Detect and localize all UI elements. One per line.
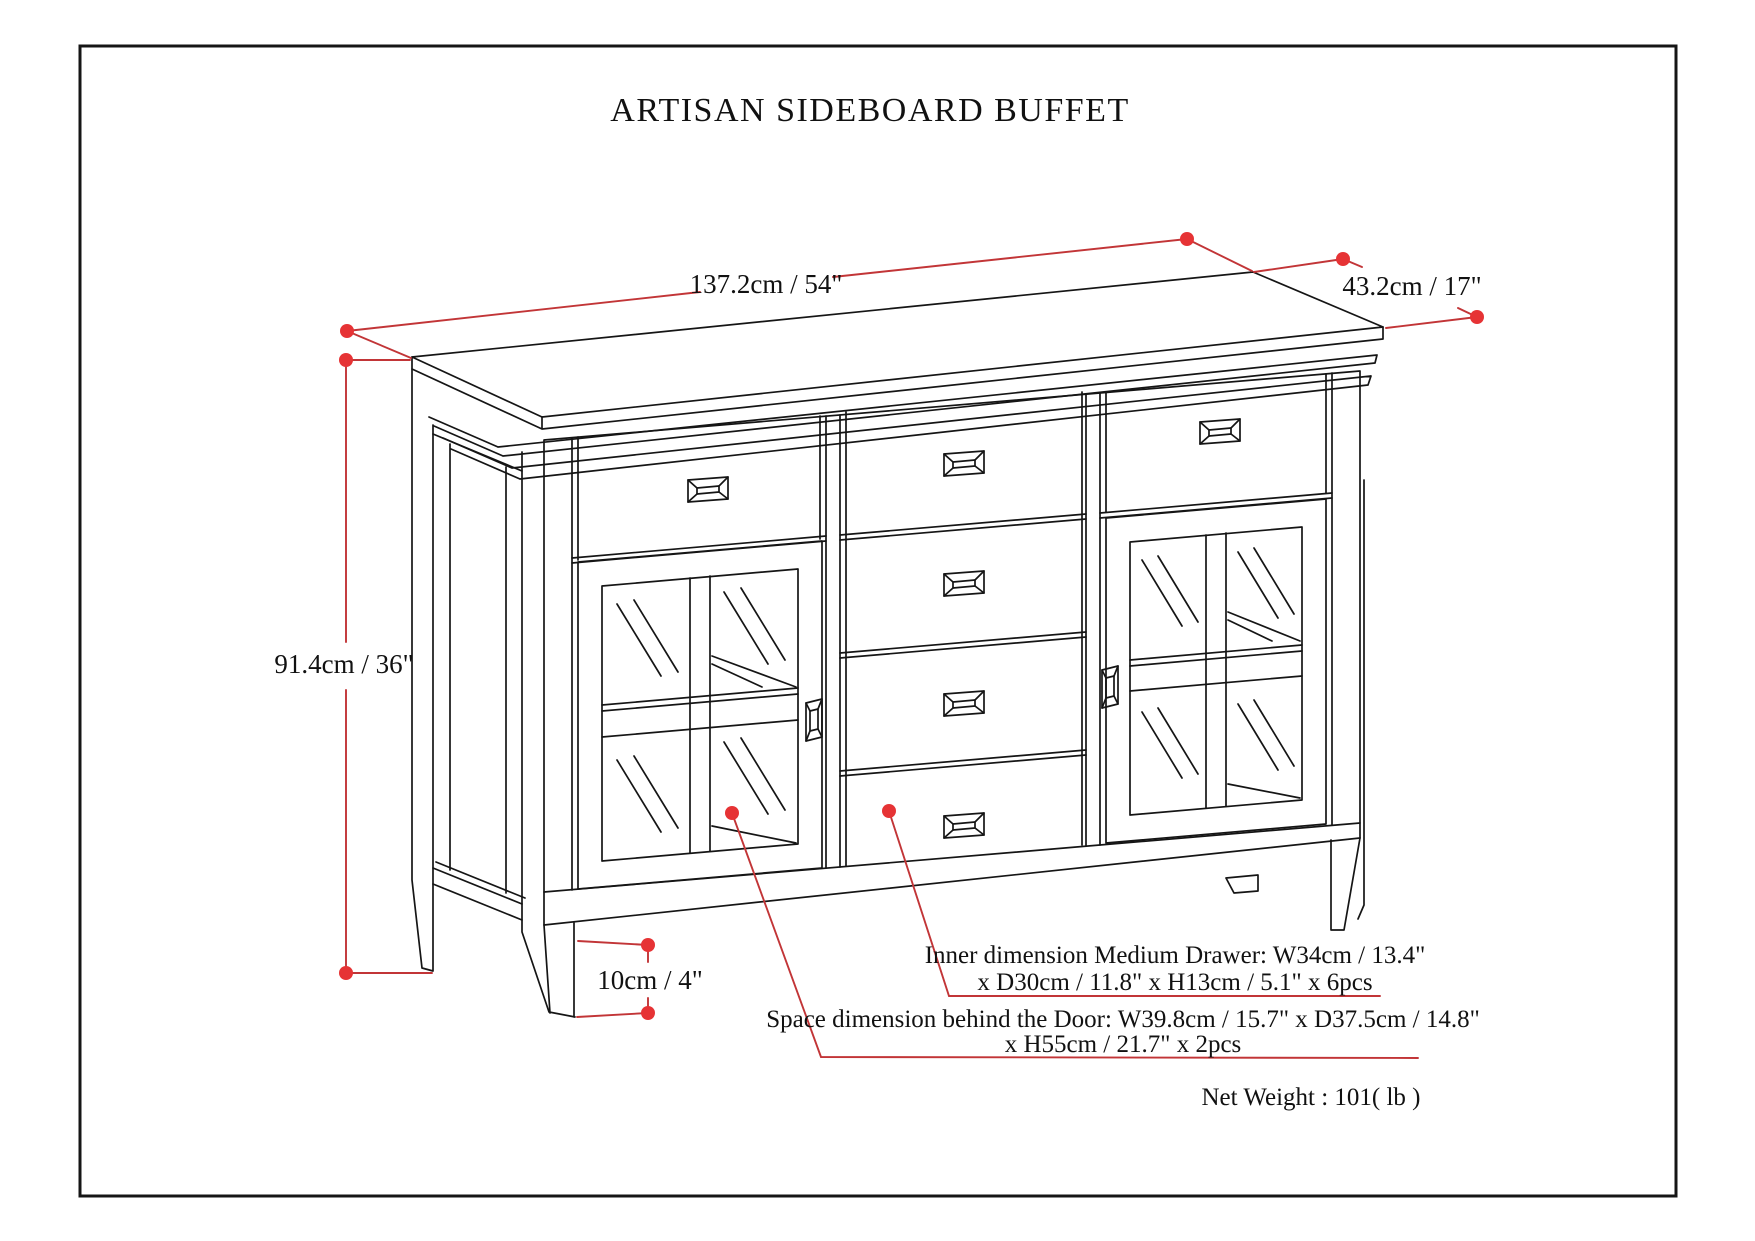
dimension-dots	[339, 232, 1484, 1020]
front-left-leg	[521, 451, 576, 1018]
back-left-leg	[411, 368, 434, 972]
door-handles	[805, 665, 1119, 742]
left-door	[577, 540, 823, 890]
right-door-interior-shelf	[1227, 611, 1301, 799]
top-molding-lower	[442, 375, 1372, 480]
door-annotation-line2: x H55cm / 21.7" x 2pcs	[1005, 1031, 1242, 1058]
drawer-handles	[687, 418, 1241, 839]
door-annotation-line1: Space dimension behind the Door: W39.8cm…	[766, 1006, 1480, 1033]
left-stretcher	[432, 861, 526, 921]
depth-dimension-label: 43.2cm / 17"	[1342, 271, 1481, 301]
drawer-annotation-line2: x D30cm / 11.8" x H13cm / 5.1" x 6pcs	[977, 969, 1372, 996]
drawer-annotation-leader	[888, 810, 1381, 997]
left-door-interior-shelf	[711, 655, 797, 844]
leg-dimension-line	[576, 940, 649, 1018]
drawer-annotation-line1: Inner dimension Medium Drawer: W34cm / 1…	[925, 942, 1426, 969]
dimension-lines	[345, 238, 1478, 1059]
width-dimension-label: 137.2cm / 54"	[690, 269, 843, 299]
right-door-glass-shine	[1141, 547, 1295, 779]
height-dimension-label: 91.4cm / 36"	[274, 649, 413, 679]
back-right-leg	[1357, 479, 1365, 920]
height-dimension-line	[345, 359, 433, 974]
net-weight-label: Net Weight : 101( lb )	[1201, 1084, 1420, 1111]
left-door-glass-shine	[616, 587, 786, 833]
cabinet-line-art	[411, 271, 1384, 1018]
leg-height-dimension-label: 10cm / 4"	[597, 965, 703, 995]
depth-dimension-line	[1253, 258, 1478, 329]
left-side-panel	[432, 433, 523, 894]
middle-foot	[1225, 874, 1259, 894]
tabletop-edge	[411, 326, 1384, 430]
front-right-leg	[1330, 837, 1361, 931]
center-drawer-dividers	[839, 631, 1087, 777]
sheet-border	[78, 44, 1678, 1198]
top-molding-upper	[428, 354, 1378, 457]
face-frame	[571, 372, 1333, 891]
page-title: ARTISAN SIDEBOARD BUFFET	[610, 92, 1129, 129]
right-door	[1105, 498, 1327, 844]
door-annotation-leader	[731, 812, 1419, 1059]
width-dimension-line	[346, 238, 1253, 359]
